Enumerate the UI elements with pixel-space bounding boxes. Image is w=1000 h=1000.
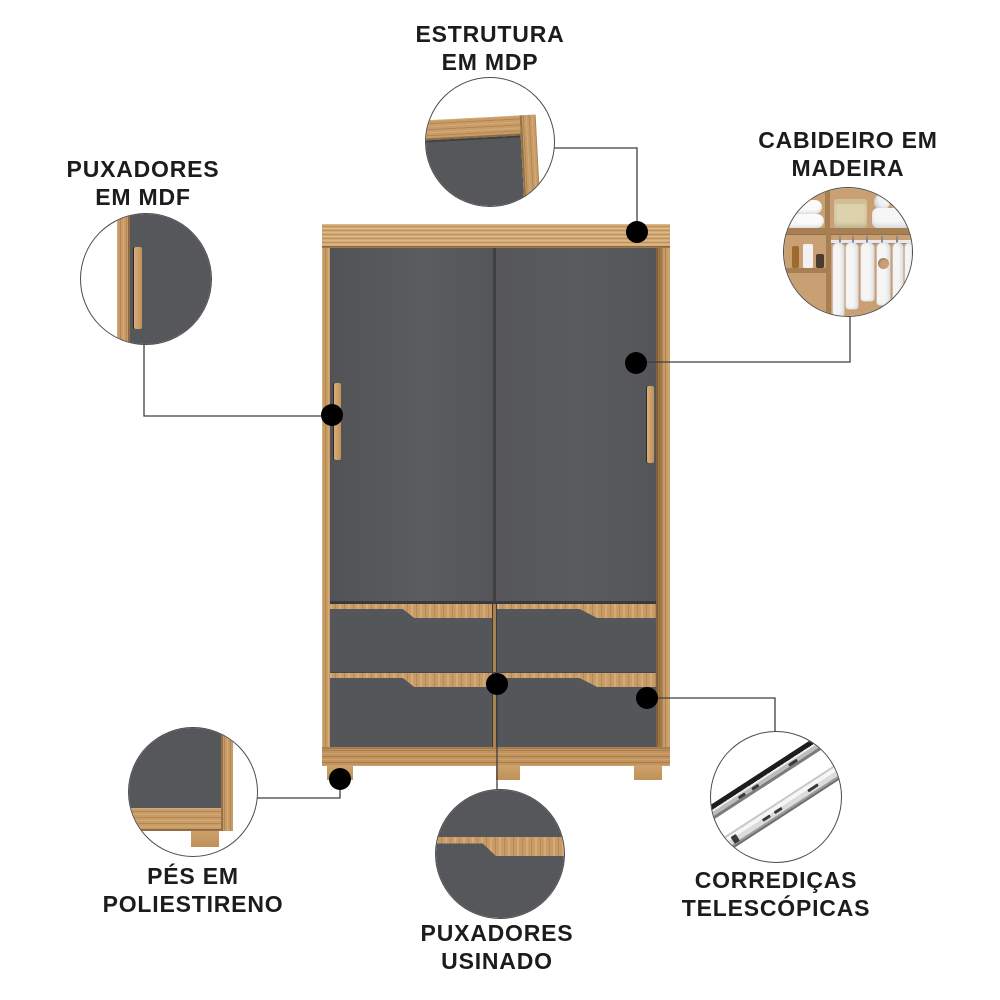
slide-latch [730, 833, 740, 844]
wardrobe-interior-photo [784, 188, 912, 316]
label-puxadores-mdf: PUXADORES EM MDF [0, 155, 293, 211]
connector-pes [257, 780, 341, 799]
interior-shelf [784, 228, 912, 234]
hanging-garment [846, 243, 858, 309]
label-puxadores-mdf-line2: EM MDF [95, 184, 191, 210]
label-pes-line2: POLIESTIRENO [102, 891, 284, 917]
pump-bottle [803, 244, 813, 268]
marker-dot-puxadores-mdf [321, 404, 343, 426]
side-frame-detail [519, 114, 541, 206]
bubble-pes [128, 727, 258, 857]
marker-dot-usinado [486, 673, 508, 695]
hanger-hook [896, 236, 898, 243]
hanging-garment [833, 243, 844, 316]
drawer-handle-strip [330, 673, 492, 687]
hanging-garment [861, 243, 874, 301]
marker-dot-cabideiro [625, 352, 647, 374]
bubble-puxadores-usinado [435, 789, 565, 919]
slide-slot [807, 783, 819, 793]
right-door-handle [647, 386, 654, 463]
label-cabideiro-line2: MADEIRA [791, 155, 905, 181]
drawer-handle-strip [330, 604, 492, 618]
hanging-garment [905, 243, 912, 307]
garment-bag-opening [878, 258, 889, 269]
slide-slot [737, 792, 747, 800]
connector-puxadores-mdf [143, 344, 331, 417]
rolled-towel [874, 194, 890, 210]
drawer-row-gap [330, 672, 656, 673]
telescopic-slides-detail [711, 732, 841, 862]
label-corredicas-line2: TELESCÓPICAS [681, 895, 871, 921]
bubble-cabideiro [783, 187, 913, 317]
wardrobe-illustration [322, 224, 670, 780]
pillow [784, 214, 824, 228]
slide-slot [788, 758, 799, 767]
slide-slot [761, 814, 772, 822]
side-frame-detail [221, 728, 233, 831]
label-estrutura: ESTRUTURA EM MDP [340, 20, 640, 76]
routed-handle-detail [436, 790, 564, 918]
door-panel-detail [130, 214, 211, 344]
storage-basket [834, 199, 867, 228]
label-corredicas-line1: CORREDIÇAS [694, 867, 858, 893]
label-corredicas: CORREDIÇAS TELESCÓPICAS [626, 866, 926, 922]
interior-shelf [784, 268, 826, 273]
slide-slot [773, 806, 783, 815]
label-pes: PÉS EM POLIESTIRENO [43, 862, 343, 918]
wardrobe-top-panel [322, 224, 670, 248]
hanger-hook [866, 236, 868, 243]
hanger-hook [881, 236, 883, 243]
interior-divider [826, 234, 831, 316]
wardrobe-foot-center [496, 766, 520, 780]
door-edge-frame [117, 214, 130, 344]
label-estrutura-line2: EM MDP [441, 49, 539, 75]
bubble-puxadores-mdf [80, 213, 212, 345]
wardrobe-right-frame [656, 248, 670, 766]
label-puxadores-usinado-line2: USINADO [441, 948, 553, 974]
base-panel-detail [129, 808, 233, 831]
door-panel-detail [426, 135, 525, 206]
bubble-estrutura [425, 77, 555, 207]
interior-divider [825, 188, 830, 228]
slide-slot [751, 783, 760, 791]
drawer-handle-strip [497, 604, 656, 618]
drawer-handle-strip [497, 673, 656, 687]
cosmetic-jar [816, 254, 824, 268]
drawer-panel-detail [129, 728, 221, 808]
hanging-garment [877, 243, 890, 305]
door-bottom-line [330, 601, 656, 604]
marker-dot-pes [329, 768, 351, 790]
bubble-corredicas [710, 731, 842, 863]
label-cabideiro: CABIDEIRO EM MADEIRA [698, 126, 998, 182]
rolled-towel [891, 194, 907, 210]
hanger-hook [839, 236, 841, 243]
label-estrutura-line1: ESTRUTURA [415, 21, 565, 47]
hanger-hook [852, 236, 854, 243]
polystyrene-foot-detail [191, 831, 219, 847]
routed-handle-wood-strip [436, 837, 564, 856]
marker-dot-corredicas [636, 687, 658, 709]
wardrobe-foot-right [634, 766, 662, 780]
diffuser-bottle [792, 246, 799, 268]
connector-estrutura [553, 147, 638, 232]
pillow [786, 200, 822, 214]
wardrobe-base-panel [322, 747, 670, 766]
mdf-handle-detail [134, 247, 142, 329]
wardrobe-left-frame [322, 248, 330, 766]
door-split-line [493, 248, 496, 601]
label-puxadores-usinado: PUXADORES USINADO [347, 919, 647, 975]
label-pes-line1: PÉS EM [147, 863, 239, 889]
marker-dot-estrutura [626, 221, 648, 243]
folded-towels [872, 208, 912, 228]
label-puxadores-mdf-line1: PUXADORES [66, 156, 220, 182]
label-cabideiro-line1: CABIDEIRO EM [758, 127, 938, 153]
wooden-hanging-rod [831, 240, 912, 243]
hanging-garment [893, 243, 903, 313]
label-puxadores-usinado-line1: PUXADORES [420, 920, 574, 946]
corner-detail [426, 78, 554, 206]
